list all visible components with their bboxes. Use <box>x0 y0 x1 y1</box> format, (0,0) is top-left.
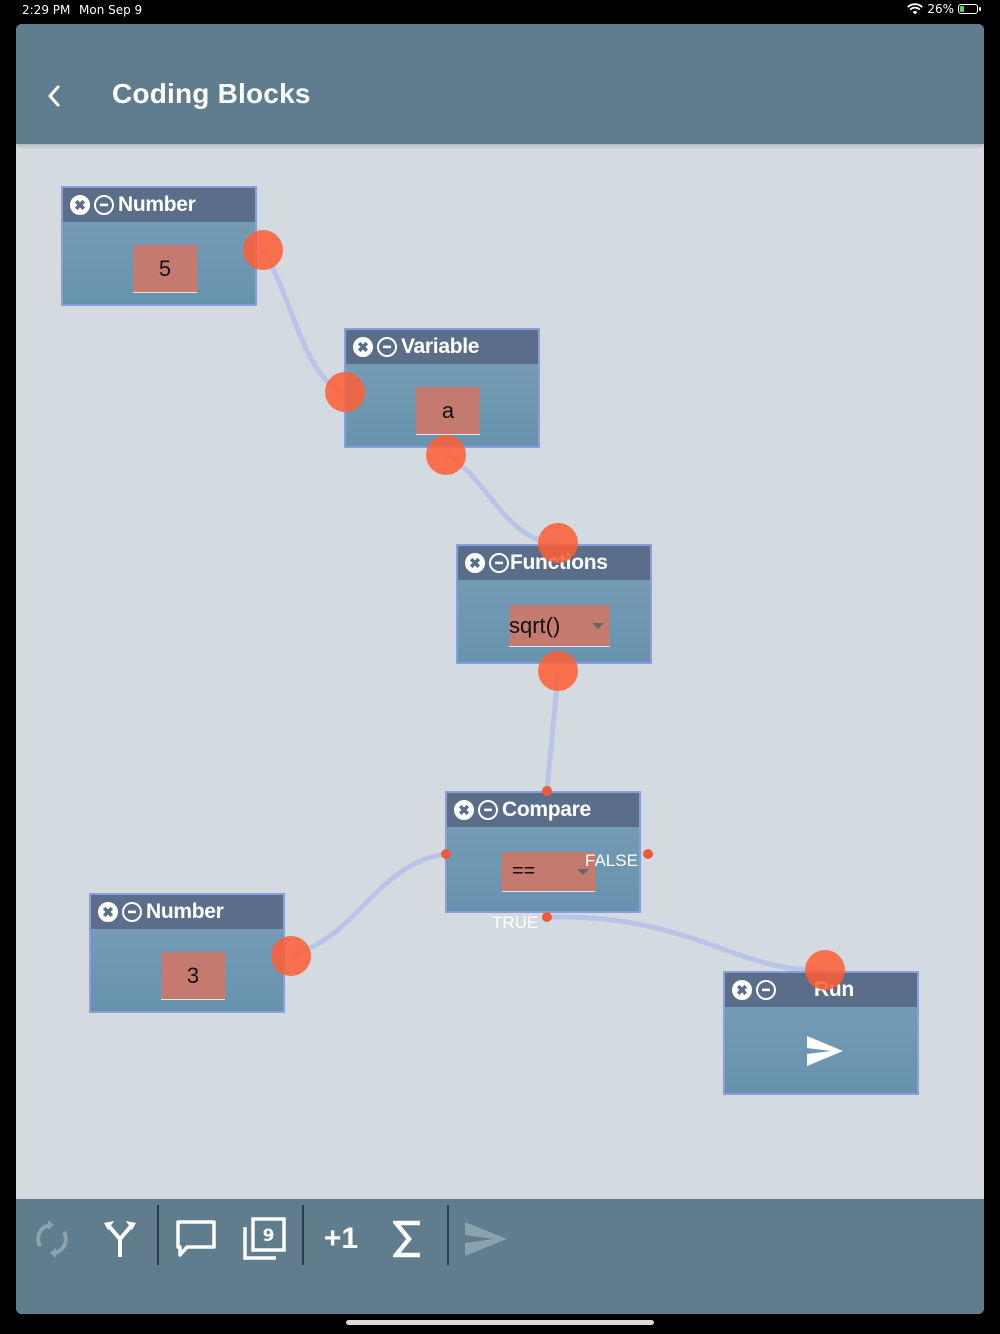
block-header[interactable]: ✖ ━ Variable <box>346 330 538 364</box>
home-indicator <box>346 1320 654 1325</box>
branch-button[interactable] <box>90 1209 150 1269</box>
wire-compare-to-run <box>546 914 826 973</box>
operator-select-value: == <box>512 860 536 882</box>
false-output-label: FALSE <box>585 851 638 870</box>
close-block-icon[interactable]: ✖ <box>70 195 90 215</box>
input-port[interactable] <box>805 950 845 990</box>
false-output-port[interactable] <box>643 849 653 859</box>
block-header[interactable]: ✖ ━ Number <box>91 895 283 929</box>
app-header: Coding Blocks <box>16 24 984 144</box>
back-button[interactable] <box>40 78 68 114</box>
refresh-button[interactable] <box>22 1209 82 1269</box>
refresh-icon <box>36 1220 68 1258</box>
number-block[interactable]: ✖ ━ Number 5 <box>61 186 257 306</box>
battery-percent: 26% <box>927 2 954 16</box>
send-icon <box>465 1222 507 1256</box>
wire-number-to-variable <box>260 248 346 395</box>
increment-button[interactable]: +1 <box>311 1209 371 1269</box>
input-port[interactable] <box>441 849 451 859</box>
dropdown-arrow-icon <box>577 868 589 875</box>
input-port[interactable] <box>325 372 365 412</box>
number-input[interactable]: 5 <box>133 245 197 293</box>
block-header[interactable]: ✖ ━ Number <box>63 188 255 222</box>
dropdown-arrow-icon <box>592 622 604 629</box>
bottom-toolbar: 9 +1 <box>16 1199 984 1314</box>
comment-icon <box>176 1220 216 1257</box>
true-output-port[interactable] <box>542 912 552 922</box>
block-header[interactable]: ✖ ━ Compare <box>447 793 639 827</box>
function-select[interactable]: sqrt() <box>509 605 610 647</box>
collapse-block-icon[interactable]: ━ <box>478 800 498 820</box>
send-button[interactable] <box>456 1209 516 1269</box>
output-port[interactable] <box>538 651 578 691</box>
compare-block[interactable]: ✖ ━ Compare == FALSE <box>445 791 641 913</box>
wifi-icon <box>907 3 924 15</box>
collapse-block-icon[interactable]: ━ <box>489 553 509 573</box>
collapse-block-icon[interactable]: ━ <box>94 195 114 215</box>
toolbar-divider <box>302 1205 304 1265</box>
collapse-block-icon[interactable]: ━ <box>756 980 776 1000</box>
number-block[interactable]: ✖ ━ Number 3 <box>89 893 285 1013</box>
true-output-label: TRUE <box>492 913 539 932</box>
block-canvas[interactable]: ✖ ━ Number 5 ✖ ━ Variable a ✖ ━ Function… <box>16 144 984 1199</box>
send-icon <box>807 1036 843 1066</box>
sum-button[interactable] <box>378 1209 438 1269</box>
input-port[interactable] <box>538 523 578 563</box>
sum-icon <box>393 1220 420 1258</box>
close-block-icon[interactable]: ✖ <box>732 980 752 1000</box>
close-block-icon[interactable]: ✖ <box>98 902 118 922</box>
number-input[interactable]: 3 <box>161 952 225 1000</box>
gallery-icon: 9 <box>243 1217 286 1260</box>
block-title: Variable <box>401 335 480 358</box>
toolbar-divider <box>157 1205 159 1265</box>
output-port[interactable] <box>426 435 466 475</box>
toolbar-divider <box>447 1205 449 1265</box>
output-port[interactable] <box>271 936 311 976</box>
collapse-block-icon[interactable]: ━ <box>122 902 142 922</box>
input-port[interactable] <box>542 786 552 796</box>
close-block-icon[interactable]: ✖ <box>465 553 485 573</box>
collapse-block-icon[interactable]: ━ <box>377 337 397 357</box>
variable-block[interactable]: ✖ ━ Variable a <box>344 328 540 448</box>
comment-button[interactable] <box>166 1209 226 1269</box>
variable-input[interactable]: a <box>416 387 480 435</box>
close-block-icon[interactable]: ✖ <box>454 800 474 820</box>
output-port[interactable] <box>243 230 283 270</box>
gallery-button[interactable]: 9 <box>234 1209 294 1269</box>
run-button[interactable] <box>803 1029 847 1073</box>
chevron-left-icon <box>48 85 60 107</box>
close-block-icon[interactable]: ✖ <box>353 337 373 357</box>
svg-text:9: 9 <box>263 1226 275 1246</box>
status-bar: 2:29 PM Mon Sep 9 26% <box>0 0 1000 22</box>
status-indicators: 26% <box>907 2 981 16</box>
battery-icon <box>958 4 981 14</box>
block-title: Number <box>146 900 224 923</box>
block-title: Number <box>118 193 196 216</box>
page-title: Coding Blocks <box>112 78 311 109</box>
app-window: Coding Blocks ✖ ━ Number 5 ✖ ━ Variable <box>16 24 984 1314</box>
block-title: Compare <box>502 798 591 821</box>
function-select-value: sqrt() <box>509 612 561 638</box>
wire-number-to-compare <box>290 851 447 959</box>
status-date: Mon Sep 9 <box>79 3 143 17</box>
branch-icon <box>104 1221 136 1257</box>
increment-label: +1 <box>323 1222 359 1255</box>
operator-select[interactable]: == <box>502 852 595 892</box>
status-time: 2:29 PM <box>22 3 71 17</box>
